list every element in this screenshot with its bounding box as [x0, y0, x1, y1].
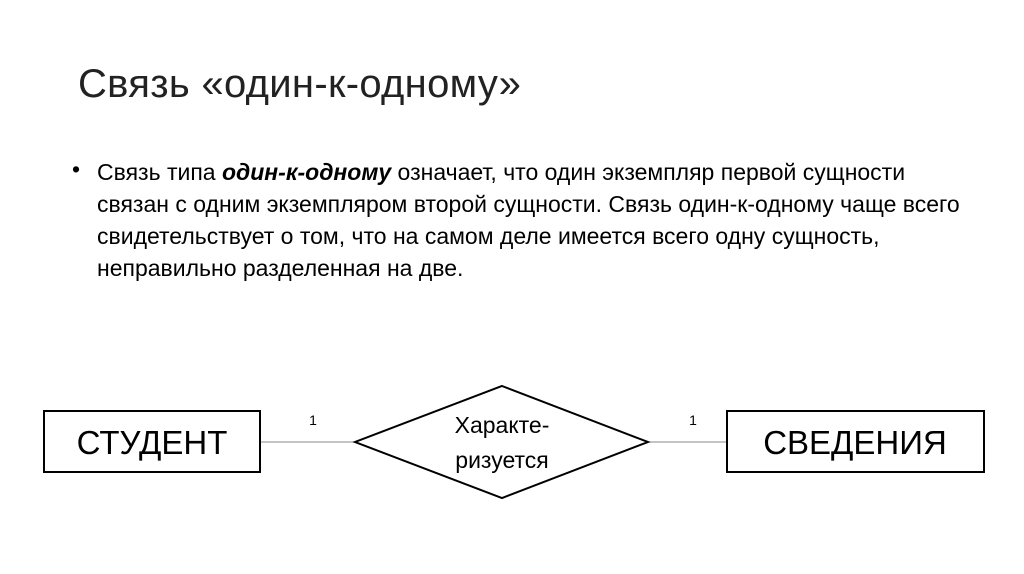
relationship-label-line2: ризуется	[455, 447, 548, 473]
text-after: означает, что один экземпляр первой сущн…	[97, 159, 960, 281]
bullet-text: Связь типа один-к-одному означает, что о…	[97, 156, 967, 284]
cardinality-right: 1	[689, 412, 697, 428]
entity-info-box	[726, 410, 985, 473]
cardinality-left: 1	[309, 412, 317, 428]
relationship-label-line1: Характе-	[455, 412, 550, 438]
entity-student-box	[43, 410, 261, 473]
entity-info-label: СВЕДЕНИЯ	[763, 424, 947, 461]
text-before: Связь типа	[97, 159, 222, 185]
relationship-diamond	[352, 384, 651, 500]
slide-title: Связь «один-к-одному»	[78, 62, 522, 106]
emphasis-term: один-к-одному	[221, 159, 392, 185]
bullet-marker: •	[72, 156, 81, 182]
entity-student-label: СТУДЕНТ	[77, 424, 228, 461]
